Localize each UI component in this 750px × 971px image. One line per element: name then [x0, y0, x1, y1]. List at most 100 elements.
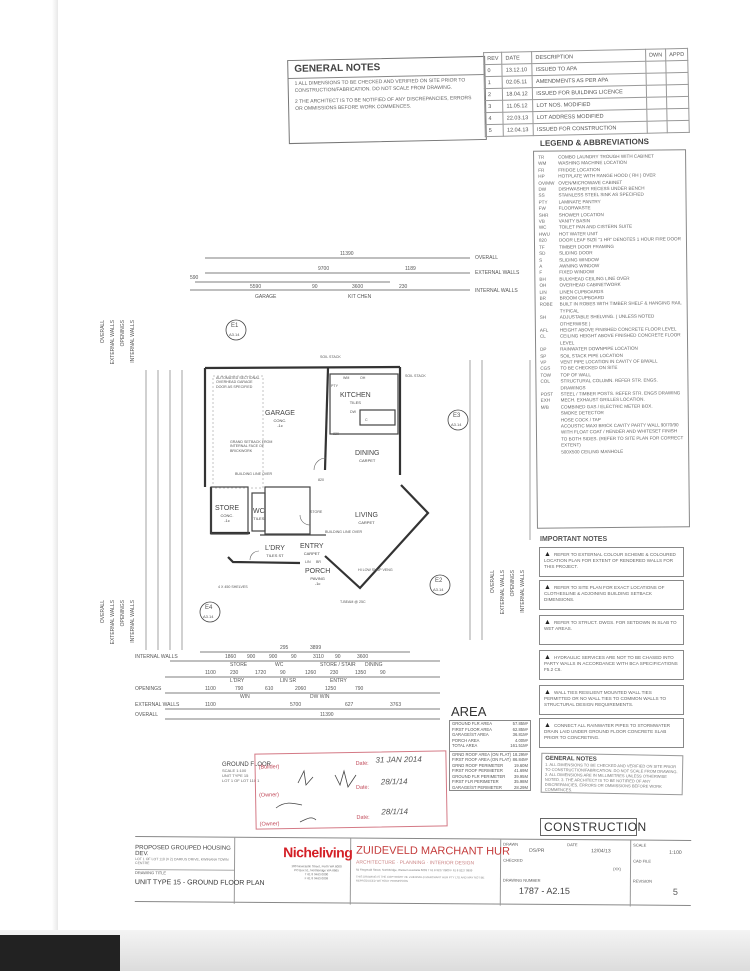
scan-shadow	[0, 935, 120, 971]
dim-value: 5700	[290, 702, 302, 708]
dim-value: 2060	[295, 686, 307, 692]
dim-room: STORE / STAIR	[320, 662, 356, 668]
signature-date: 28/1/14	[381, 807, 409, 817]
date-value: 12/04/13	[591, 848, 611, 855]
dim-overall-top: 11390	[340, 251, 354, 257]
dim-room: WIN	[240, 694, 250, 700]
warning-icon: ▲	[544, 619, 551, 626]
scale-cell: SCALE 1:100 CAD FILE REVISION 5	[631, 841, 691, 907]
area-row: GRND ROOF AREA (ON FLAT)18.29m²	[450, 750, 530, 758]
dim-internal: 230	[399, 284, 408, 290]
project-cell: PROPOSED GROUPED HOUSING DEV. LOT 1 OF L…	[134, 837, 265, 904]
ground-floor-caption: GROUND FLOOR SCALE 1:100 UNIT TYPE 15 LO…	[222, 762, 271, 783]
revision-value: 5	[672, 886, 678, 897]
area-label: FIRST FLOOR AREA	[452, 726, 492, 732]
room-name: WC	[253, 508, 265, 515]
room-finish: CARPET	[358, 520, 375, 525]
plan-note: WM	[343, 376, 350, 380]
room-finish: PAVING	[310, 576, 325, 581]
ground-floor-line: SCALE 1:100	[222, 768, 247, 773]
plan-note: BUILDING LINE OVER	[235, 472, 273, 476]
dim-external-top: 9700	[318, 266, 330, 272]
important-note: ▲CONNECT ALL RAINWATER PIPES TO STORMWAT…	[539, 718, 684, 748]
architect-logo: ZUIDEVELD MARCHANT HUR	[356, 844, 510, 858]
room-name: KITCHEN	[340, 392, 371, 399]
area-value: 18.29m²	[512, 751, 528, 757]
area-label: GROUND FLR AREA	[452, 721, 493, 726]
bottom-dim-label: INTERNAL WALLS	[135, 654, 178, 660]
warning-icon: ▲	[544, 654, 551, 661]
dim-overall-bottom: 11390	[320, 712, 334, 718]
copyright: THIS DRAWING IS THE COPYRIGHT OF ZUIDEVE…	[355, 874, 485, 883]
room-name: PORCH	[305, 568, 331, 575]
dim-value: 1100	[205, 670, 216, 676]
project-address: LOT 1 OF LOT 110 (# 2) DARIUS DRIVE, KWI…	[135, 857, 229, 866]
plan-note: GRAND SETBACK FROM INTERNAL FACE OF BRIC…	[230, 440, 273, 453]
area-label: PORCH AREA	[452, 737, 480, 743]
plan-note: BUILDING LINE OVER	[325, 530, 363, 534]
scan-edge-left	[0, 0, 58, 971]
dim-value: 1100	[205, 686, 216, 692]
ground-floor-title: GROUND FLOOR	[222, 762, 272, 768]
date-label: Date:	[355, 784, 370, 791]
right-dim-label: EXTERNAL WALLS	[500, 570, 506, 615]
dim-room-kitchen: KIT CHEN	[348, 294, 372, 300]
dim-room: ENTRY	[330, 678, 347, 684]
dim-external-2: 1189	[405, 266, 416, 272]
room-finish: CARPET	[359, 458, 376, 463]
project-name: PROPOSED GROUPED HOUSING DEV.	[135, 845, 231, 858]
dim-label-internal: INTERNAL WALLS	[475, 288, 518, 294]
signature-block: (Builder) Date: 31 JAN 2014 (Owner) Date…	[254, 750, 448, 830]
room-level: -1c	[277, 423, 283, 428]
right-dim-label: INTERNAL WALLS	[520, 570, 526, 613]
elevation-e1-ref: A3.14	[229, 332, 240, 337]
area-label: FIRST FLR PERIMETER	[452, 779, 499, 784]
drawn-label: DRAWN	[503, 841, 519, 847]
elevation-e3: E3	[453, 413, 461, 419]
room-name: LIVING	[355, 512, 378, 519]
elevation-e2: E2	[435, 578, 443, 584]
dim-value: 610	[265, 686, 274, 692]
checked-value: (XX)	[613, 866, 622, 872]
room-level: -1c	[224, 518, 230, 523]
left-dim-label: OPENINGS	[120, 320, 126, 347]
dim-room: STORE	[230, 662, 248, 668]
signature-date: 31 JAN 2014	[375, 754, 422, 765]
door-swings	[249, 457, 327, 561]
area-label: TOTAL AREA	[452, 743, 478, 748]
dim-value: 1860	[225, 654, 237, 660]
architect-subtitle: ARCHITECTURE · PLANNING · INTERIOR DESIG…	[356, 859, 475, 867]
dim-value: 90	[380, 670, 386, 676]
top-dimension-lines	[190, 257, 470, 291]
signer-role: (Owner)	[259, 792, 280, 799]
left-dim-label: INTERNAL WALLS	[130, 320, 136, 363]
area-signature-strokes	[275, 769, 357, 823]
cad-file-label: CAD FILE	[633, 858, 652, 864]
dim-value: 3899	[310, 645, 322, 651]
signer-role: (Owner)	[259, 821, 280, 828]
area-label: GRND ROOF AREA (ON FLAT)	[452, 751, 512, 757]
elevation-e4: E4	[205, 605, 213, 611]
elevation-markers	[199, 319, 469, 623]
dim-label-overall: OVERALL	[475, 255, 499, 261]
important-note: ▲REFER TO STRUCT. DWGS. FOR SETDOWN IN S…	[539, 615, 684, 645]
warning-icon: ▲	[544, 584, 551, 591]
dim-value: 627	[345, 702, 354, 708]
construction-stamp: CONSTRUCTION	[540, 818, 646, 836]
scan-edge-bottom	[0, 930, 750, 971]
plan-note: LIN	[305, 560, 311, 564]
right-dimension-lines	[469, 360, 531, 640]
area-value: 28.29m	[514, 784, 528, 790]
client-address: F 61 8 9463 0099	[304, 876, 329, 881]
dim-value: 90	[335, 654, 341, 660]
warning-icon: ▲	[544, 689, 551, 696]
dim-internal: 90	[312, 284, 318, 290]
dim-value: 3110	[313, 654, 324, 660]
